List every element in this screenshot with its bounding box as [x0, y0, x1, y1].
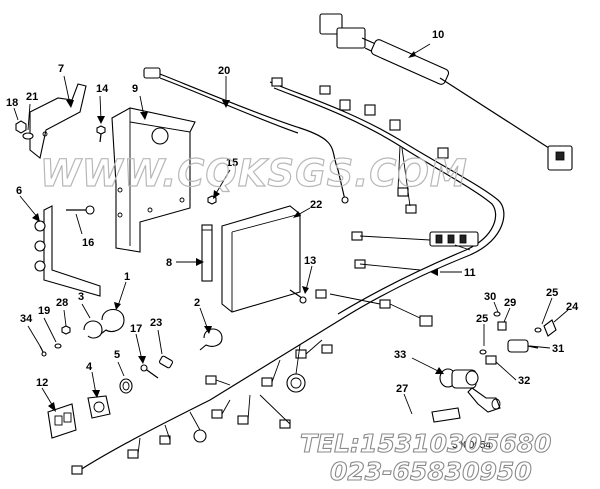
- callout-4: 4: [86, 361, 93, 373]
- callout-1: 1: [124, 271, 130, 283]
- part-1-clamp: [97, 308, 125, 337]
- callout-28: 28: [56, 297, 68, 309]
- callout-27: 27: [396, 383, 408, 395]
- part-29-fitting: [497, 321, 507, 331]
- callout-7: 8: [166, 257, 172, 269]
- part-23-connector: [158, 355, 174, 369]
- part-22-ecm: [221, 205, 301, 313]
- callout-33: 33: [394, 349, 406, 361]
- part-25-washer: [534, 327, 542, 333]
- callout-14: 14: [96, 83, 109, 95]
- part-10-harness-connector: [319, 13, 573, 171]
- part-13-bolt: [289, 289, 307, 304]
- part-17-bolt: [140, 364, 159, 379]
- part-34-screw: [39, 345, 47, 357]
- callout-8: 7: [58, 63, 64, 75]
- part-2-p-clip: [199, 328, 223, 351]
- callout-6: 6: [16, 185, 22, 197]
- part-11-main-harness: [71, 77, 505, 475]
- part-33-valve: [439, 368, 501, 413]
- callout-21: 21: [26, 91, 38, 103]
- callout-3: 3: [78, 291, 84, 303]
- callout-29: 29: [504, 297, 516, 309]
- part-label-text: 3900054: [452, 440, 491, 451]
- callout-34: 34: [20, 313, 33, 325]
- callout-10: 10: [432, 29, 444, 41]
- part-5-grommet: [119, 378, 133, 394]
- callout-18: 18: [6, 97, 18, 109]
- watermark-website: WWW.CQKSGS.COM: [40, 152, 468, 195]
- callout-31: 31: [552, 343, 564, 355]
- callout-20: 20: [218, 65, 230, 77]
- callout-9: 9: [132, 83, 138, 95]
- callout-16: 16: [82, 237, 94, 249]
- callout-labels: 10 20 7 9 18 21 14 15 22 6 16 8 13 11 1 …: [6, 29, 579, 395]
- callout-2: 2: [194, 297, 200, 309]
- part-32-fitting: [485, 355, 497, 365]
- part-28-fastener: [61, 325, 71, 335]
- part-6-clamp-bracket: [34, 205, 101, 297]
- part-21-washer: [22, 132, 34, 140]
- callout-32: 32: [518, 375, 530, 387]
- callout-30: 30: [484, 291, 496, 303]
- callout-25-right: 25: [546, 287, 558, 299]
- part-31-sensor: [507, 339, 539, 353]
- part-9-mounting-plate: [111, 107, 196, 253]
- part-4-gasket: [87, 395, 111, 419]
- part-30-washer: [493, 311, 501, 317]
- callout-22: 22: [310, 199, 322, 211]
- part-14-bolt: [96, 125, 106, 143]
- callout-5: 5: [114, 349, 120, 361]
- part-20-wire-harness: [143, 67, 349, 204]
- leader-arrows: [13, 43, 569, 415]
- callout-19: 19: [38, 305, 50, 317]
- callout-25: 25: [476, 313, 488, 325]
- watermark-phone-1: TEL:15310305680: [300, 429, 551, 458]
- callout-17: 17: [130, 323, 142, 335]
- part-12-plate: [47, 403, 77, 439]
- part-16-bolt: [66, 205, 95, 215]
- part-18-nut: [15, 120, 27, 134]
- callout-11: 11: [464, 267, 476, 279]
- part-3-clamp: [83, 320, 103, 339]
- part-19-washer: [54, 343, 62, 349]
- callout-24: 24: [566, 301, 579, 313]
- callout-23: 23: [150, 317, 162, 329]
- callout-12: 12: [36, 377, 48, 389]
- watermark-phone-2: 023-65830950: [330, 457, 532, 486]
- part-25-washer-lower: [479, 349, 487, 355]
- callout-13: 13: [304, 255, 316, 267]
- part-27-label: [431, 407, 461, 423]
- part-8-bracket: [29, 83, 87, 159]
- callout-15: 15: [226, 157, 238, 169]
- part-7-spacer: [201, 224, 213, 282]
- part-24-sensor: [543, 319, 557, 337]
